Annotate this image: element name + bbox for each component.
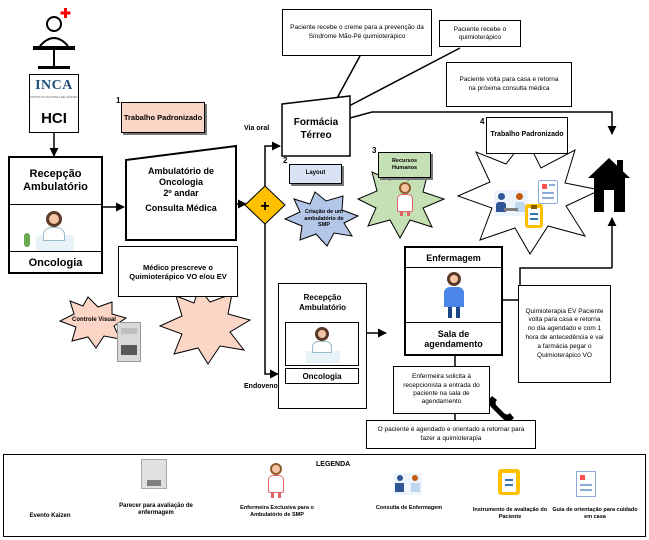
legend-item-consultation: Consulta de Enfermagem [375,505,443,511]
decision-plus-icon: + [260,198,269,215]
reception-outpatient-card: Recepção Ambulatório Oncologia [8,156,103,274]
pharmacy-line2: Térreo [300,130,332,141]
visual-control-image [117,322,141,362]
consultation-illustration [494,190,528,216]
phone-icon [489,396,514,421]
kaizen-burst-smp-clinic [283,191,360,247]
outpatient-floor: 2º andar [163,187,199,198]
legend-item-guide: Guia de orientação para cuidado em casa [552,507,638,520]
return-home-note: Paciente volta para casa e retorna na pr… [446,62,572,107]
decision-diamond [244,185,286,225]
legend-document-icon [141,459,167,489]
legend-item-document: Parecer para avaliação de enfermagem [119,503,193,517]
kaizen-burst-visual-control [58,296,128,349]
lower-receptionist-illustration [285,322,359,366]
inca-logo-box: INCA INSTITUTO NACIONAL DE CÂNCER [29,74,79,104]
legend-panel: LEGENDA Evento Kaizen Parecer para avali… [3,454,646,537]
arrow-pharmacy-to-home [349,111,617,135]
scheduling-room-label: Sala de agendamento [406,322,501,354]
reception-department: Oncologia [28,257,83,269]
pharmacy-shape [281,95,351,157]
outpatient-subtitle: Consulta Médica [145,203,217,214]
clipboard-illustration [525,204,543,228]
nurse-request-note: Enfermeira solicita à recepcionista a en… [393,366,490,414]
prescription-note: Médico prescreve o Quimioterápico VO e/o… [118,246,238,297]
nursing-title: Enfermagem [406,248,501,268]
legend-nurse-icon [266,463,286,499]
kaizen-burst-nursing-consult [456,137,602,255]
legend-item-kaizen: Evento Kaizen [29,513,71,519]
connector-nursing-to-iv-note [503,267,612,301]
home-icon [588,158,630,212]
step2-layout-box: Layout [289,164,342,184]
legend-consultation-icon [394,473,422,495]
iv-chemo-note: Quimioterapia EV Paciente volta para cas… [518,285,611,383]
connector-pharmacy-to-receives-note [348,47,461,107]
outpatient-title: Ambulatório de Oncologia [147,166,214,187]
nurse-illustration-small [394,182,416,216]
legend-item-clipboard: Instrumento de avaliação do Paciente [472,507,548,520]
lower-reception-department: Oncologia [285,368,359,384]
step3-human-resources-box: Recursos Humanos [378,152,431,178]
kaizen-burst-prescription [158,286,252,365]
route-iv-label: Endovenoso [244,383,287,390]
nurse-illustration [441,272,467,320]
step1-standard-work-box: Trabalho Padronizado [121,102,205,133]
receptionist-illustration [10,204,101,252]
visual-control-label: Controle Visual [72,317,116,324]
step1-number: 1 [116,96,121,105]
guide-illustration [538,180,558,204]
doctor-person-icon [33,8,75,69]
arrow-decision-to-lower-reception [264,224,279,379]
arrow-decision-to-pharmacy [264,141,281,186]
outpatient-text: Ambulatório de Oncologia 2º andar Consul… [126,166,236,214]
route-oral-label: Via oral [244,125,270,132]
reception-title-line1: Recepção [29,168,82,181]
legend-guide-icon [576,471,596,497]
step4-number: 4 [480,117,485,126]
lower-reception-card: Recepção Ambulatório Oncologia [278,283,367,409]
cream-note: Paciente recebe o creme para a prevenção… [282,9,432,56]
scheduled-note: O paciente é agendado e orientado a reto… [366,420,536,449]
step3-number: 3 [372,146,377,155]
pharmacy-line1: Formácia [293,117,339,128]
inca-logo-subtitle: INSTITUTO NACIONAL DE CÂNCER [30,95,78,99]
inca-logo-text: INCA [35,78,73,93]
legend-clipboard-icon [498,469,520,495]
legend-title: LEGENDA [316,461,351,468]
receives-drug-note: Paciente recebe o quimioterápico [439,20,521,47]
pharmacy-text: Formácia Térreo [282,116,350,142]
step2-number: 2 [283,156,288,165]
hci-label: HCI [29,104,79,133]
reception-title-line2: Ambulatório [23,181,88,193]
reception-title: Recepção Ambulatório [10,161,101,201]
outpatient-shape [125,144,237,241]
smp-clinic-label: Criação de um ambulatório de SMP [304,209,344,229]
nursing-card: Enfermagem Sala de agendamento [404,246,503,356]
legend-item-nurse: Enfermeira Exclusiva para o Ambulatório … [240,505,314,518]
step4-standard-work-box: Trabalho Padronizado [486,117,568,154]
lower-reception-title-line1: Recepção [303,293,342,303]
lower-reception-title: Recepção Ambulatório [279,286,366,320]
connector-pharmacy-to-cream-note [335,55,361,101]
lower-reception-title-line2: Ambulatório [298,303,347,312]
